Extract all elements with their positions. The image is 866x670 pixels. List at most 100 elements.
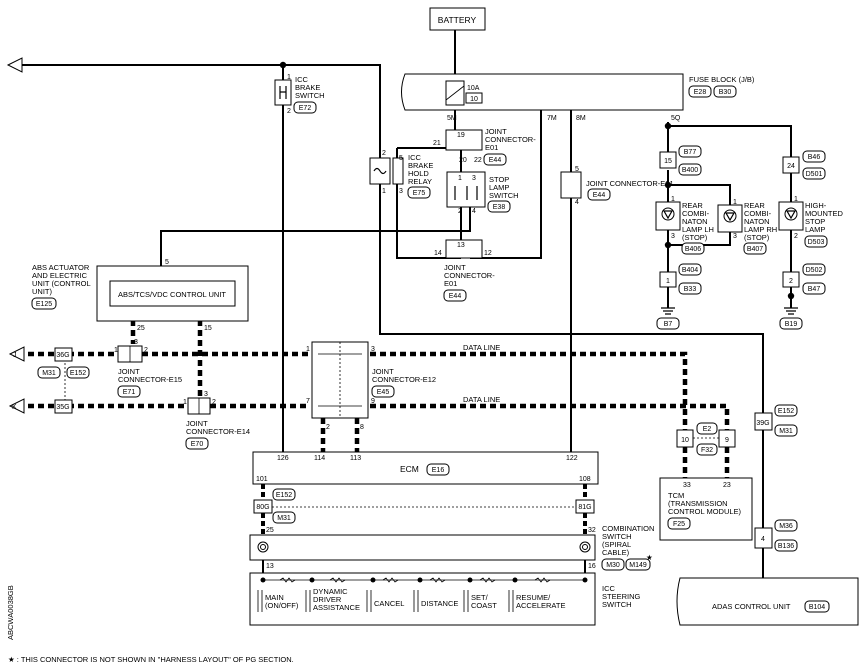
svg-text:E44: E44 bbox=[593, 192, 606, 199]
svg-text:32: 32 bbox=[588, 527, 596, 534]
svg-text:B33: B33 bbox=[684, 286, 697, 293]
svg-text:CANCEL: CANCEL bbox=[374, 599, 404, 608]
svg-text:ADAS CONTROL UNIT: ADAS CONTROL UNIT bbox=[712, 602, 791, 611]
svg-text:3: 3 bbox=[204, 391, 208, 398]
svg-text:B104: B104 bbox=[809, 604, 825, 611]
svg-text:8: 8 bbox=[360, 424, 364, 431]
svg-text:CABLE): CABLE) bbox=[602, 548, 630, 557]
svg-text:K: K bbox=[12, 404, 17, 411]
svg-text:3: 3 bbox=[134, 339, 138, 346]
svg-text:E2: E2 bbox=[703, 426, 712, 433]
svg-text:5: 5 bbox=[575, 166, 579, 173]
svg-text:ICC: ICC bbox=[408, 153, 422, 162]
svg-text:★: ★ bbox=[646, 553, 653, 562]
svg-text:E75: E75 bbox=[413, 190, 426, 197]
svg-text:1: 1 bbox=[794, 196, 798, 203]
svg-text:7M: 7M bbox=[547, 115, 557, 122]
svg-text:JOINT: JOINT bbox=[118, 367, 140, 376]
svg-text:UNIT (CONTROL: UNIT (CONTROL bbox=[32, 279, 91, 288]
svg-text:3: 3 bbox=[733, 233, 737, 240]
footnote: ★ : THIS CONNECTOR IS NOT SHOWN IN "HARN… bbox=[8, 655, 294, 664]
svg-text:SET/: SET/ bbox=[471, 593, 489, 602]
svg-text:RELAY: RELAY bbox=[408, 177, 432, 186]
svg-text:1: 1 bbox=[671, 196, 675, 203]
svg-text:UNIT): UNIT) bbox=[32, 287, 52, 296]
svg-text:D501: D501 bbox=[806, 171, 823, 178]
svg-text:HOLD: HOLD bbox=[408, 169, 429, 178]
svg-text:20: 20 bbox=[459, 157, 467, 164]
fuse-block-box bbox=[401, 73, 684, 111]
svg-text:COMBI-: COMBI- bbox=[744, 209, 772, 218]
svg-text:4: 4 bbox=[575, 199, 579, 206]
svg-text:80G: 80G bbox=[256, 504, 269, 511]
abs-control-unit-box bbox=[109, 280, 236, 307]
svg-text:13: 13 bbox=[457, 242, 465, 249]
svg-text:CONNECTOR-E14: CONNECTOR-E14 bbox=[186, 427, 250, 436]
svg-text:ABS ACTUATOR: ABS ACTUATOR bbox=[32, 263, 90, 272]
svg-text:STOP: STOP bbox=[489, 175, 509, 184]
svg-text:25: 25 bbox=[137, 325, 145, 332]
svg-text:108: 108 bbox=[579, 476, 591, 483]
svg-text:CONTROL MODULE): CONTROL MODULE) bbox=[668, 507, 742, 516]
svg-text:ECM: ECM bbox=[400, 464, 419, 474]
svg-text:5: 5 bbox=[399, 155, 403, 162]
svg-text:1: 1 bbox=[287, 74, 291, 81]
svg-text:E16: E16 bbox=[432, 467, 445, 474]
svg-text:B400: B400 bbox=[682, 167, 698, 174]
icc-steering-switch-box bbox=[249, 572, 596, 626]
svg-text:MOUNTED: MOUNTED bbox=[805, 209, 843, 218]
svg-text:1: 1 bbox=[458, 175, 462, 182]
svg-text:2: 2 bbox=[287, 108, 291, 115]
svg-text:81G: 81G bbox=[578, 504, 591, 511]
svg-text:SWITCH: SWITCH bbox=[602, 532, 632, 541]
svg-text:2: 2 bbox=[789, 278, 793, 285]
svg-text:25: 25 bbox=[266, 527, 274, 534]
svg-text:4: 4 bbox=[761, 536, 765, 543]
svg-text:21: 21 bbox=[433, 140, 441, 147]
svg-text:E44: E44 bbox=[489, 157, 502, 164]
svg-text:NATON: NATON bbox=[682, 217, 708, 226]
svg-text:1: 1 bbox=[183, 399, 187, 406]
svg-text:E01: E01 bbox=[444, 279, 457, 288]
svg-text:J: J bbox=[13, 352, 17, 359]
svg-text:M31: M31 bbox=[779, 428, 793, 435]
svg-text:RESUME/: RESUME/ bbox=[516, 593, 551, 602]
main-signal-wire bbox=[22, 64, 764, 415]
svg-text:B77: B77 bbox=[684, 149, 697, 156]
svg-text:35G: 35G bbox=[56, 404, 69, 411]
svg-text:2: 2 bbox=[144, 347, 148, 354]
svg-text:B136: B136 bbox=[778, 543, 794, 550]
data-line-label: DATA LINE bbox=[463, 395, 500, 404]
svg-text:B47: B47 bbox=[808, 286, 821, 293]
svg-text:39G: 39G bbox=[756, 420, 769, 427]
svg-text:(STOP): (STOP) bbox=[682, 233, 708, 242]
svg-text:STOP: STOP bbox=[805, 217, 825, 226]
svg-text:1: 1 bbox=[306, 346, 310, 353]
svg-text:10A: 10A bbox=[467, 85, 480, 92]
svg-text:M30: M30 bbox=[606, 562, 620, 569]
svg-text:B7: B7 bbox=[664, 321, 673, 328]
svg-text:15: 15 bbox=[664, 158, 672, 165]
svg-text:F25: F25 bbox=[673, 521, 685, 528]
svg-text:ICC: ICC bbox=[295, 75, 309, 84]
svg-text:B19: B19 bbox=[785, 321, 798, 328]
svg-text:REAR: REAR bbox=[682, 201, 703, 210]
svg-text:B30: B30 bbox=[719, 89, 732, 96]
svg-text:AND ELECTRIC: AND ELECTRIC bbox=[32, 271, 88, 280]
svg-text:ICC: ICC bbox=[602, 584, 616, 593]
svg-text:12: 12 bbox=[484, 250, 492, 257]
svg-text:2: 2 bbox=[326, 424, 330, 431]
svg-text:(ON/OFF): (ON/OFF) bbox=[265, 601, 299, 610]
svg-text:F32: F32 bbox=[701, 447, 713, 454]
svg-text:E152: E152 bbox=[778, 408, 794, 415]
svg-text:10: 10 bbox=[470, 96, 478, 103]
svg-text:(STOP): (STOP) bbox=[744, 233, 770, 242]
svg-text:CONNECTOR-E15: CONNECTOR-E15 bbox=[118, 375, 182, 384]
svg-text:22: 22 bbox=[474, 157, 482, 164]
svg-text:4: 4 bbox=[472, 208, 476, 215]
svg-text:DRIVER: DRIVER bbox=[313, 595, 342, 604]
svg-text:JOINT: JOINT bbox=[372, 367, 394, 376]
svg-text:36G: 36G bbox=[56, 352, 69, 359]
svg-text:1: 1 bbox=[666, 278, 670, 285]
